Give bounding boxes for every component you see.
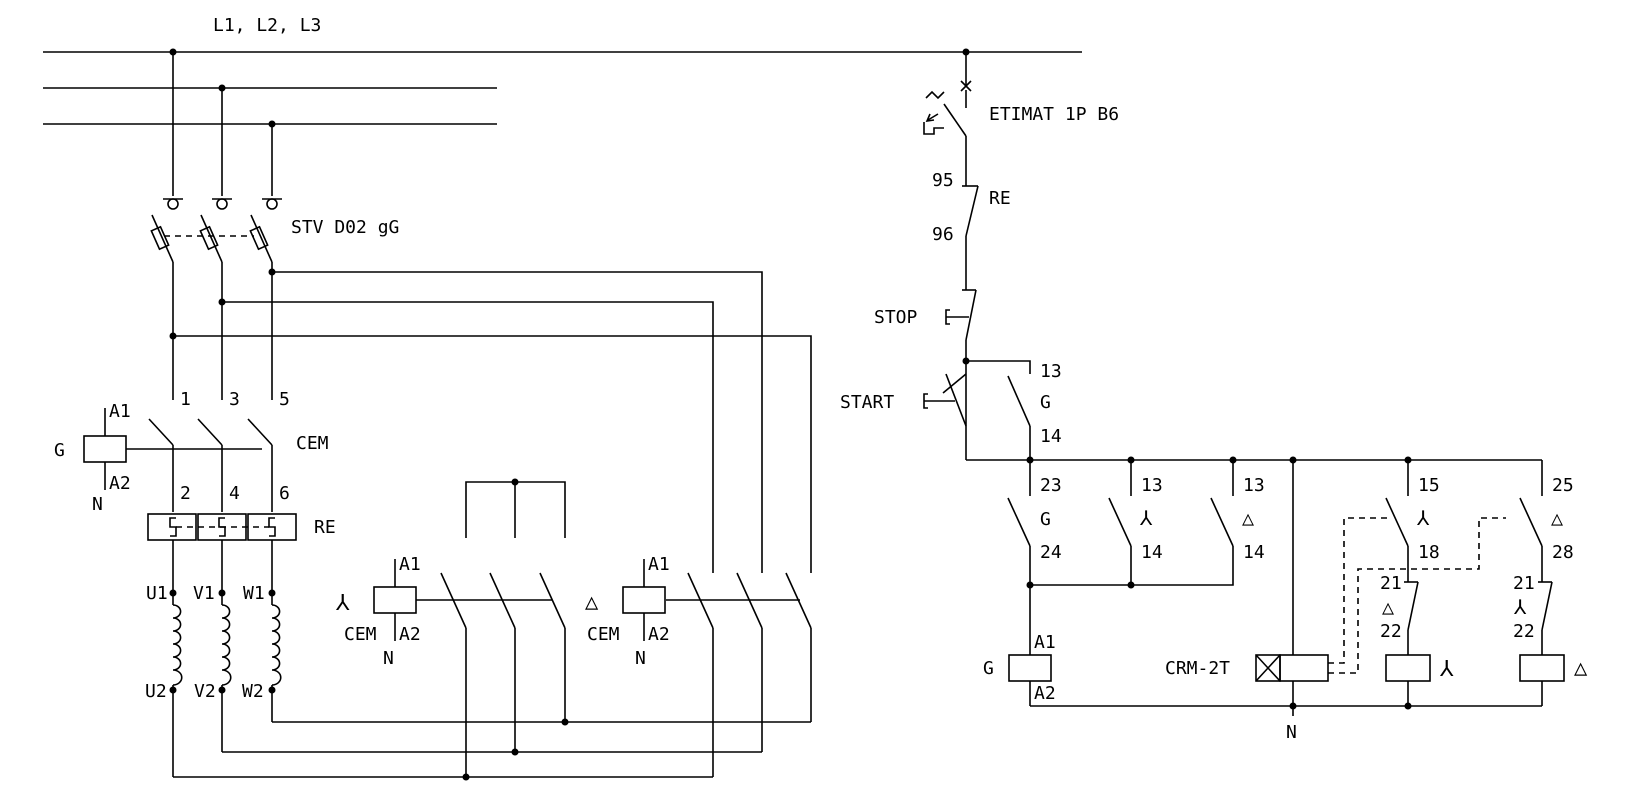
overload-relay-label: RE <box>314 517 336 538</box>
winding-w1: W1 <box>243 583 265 604</box>
delta-aux-symbol: △ <box>1242 506 1254 530</box>
timer-contact-15: 15 <box>1418 475 1440 496</box>
delta-coil-cem: CEM <box>587 624 620 645</box>
star-aux-14: 14 <box>1141 542 1163 563</box>
star-aux-13: 13 <box>1141 475 1163 496</box>
star-coil-a2: A2 <box>399 624 421 645</box>
timer-contact-delta-symbol: △ <box>1551 506 1563 530</box>
terminal-6: 6 <box>279 483 290 504</box>
star-branch-delta-symbol: △ <box>1382 595 1394 619</box>
aux-contact-g: G <box>1040 509 1051 530</box>
main-coil-a2: A2 <box>109 473 131 494</box>
main-coil-a1: A1 <box>109 401 131 422</box>
winding-v1: V1 <box>193 583 215 604</box>
star-aux-symbol: ⅄ <box>1139 506 1153 530</box>
delta-branch-nc-21: 21 <box>1513 573 1535 594</box>
main-coil-label: G <box>54 440 65 461</box>
breaker-label: ETIMAT 1P B6 <box>989 104 1119 125</box>
stop-button-label: STOP <box>874 307 918 328</box>
fuse-label: STV D02 gG <box>291 217 399 238</box>
main-contactor <box>83 408 273 512</box>
delta-coil-a2: A2 <box>648 624 670 645</box>
motor-windings <box>165 589 282 694</box>
timer-contact-25: 25 <box>1552 475 1574 496</box>
aux-contact-23: 23 <box>1040 475 1062 496</box>
terminal-2: 2 <box>180 483 191 504</box>
control-neutral-label: N <box>1286 722 1297 743</box>
relay-contact-95: 95 <box>932 170 954 191</box>
delta-coil-a1: A1 <box>648 554 670 575</box>
relay-contact-96: 96 <box>932 224 954 245</box>
g-coil-a1: A1 <box>1034 632 1056 653</box>
main-contactor-label: CEM <box>296 433 329 454</box>
delta-coil-symbol: △ <box>585 590 599 615</box>
terminal-4: 4 <box>229 483 240 504</box>
supply-bus <box>43 48 1082 128</box>
delta-contactor <box>622 559 812 777</box>
bus-label: L1, L2, L3 <box>213 15 321 36</box>
g-coil-a2: A2 <box>1034 683 1056 704</box>
terminal-5: 5 <box>279 389 290 410</box>
hold-contact-14: 14 <box>1040 426 1062 447</box>
timer-label: CRM-2T <box>1165 658 1230 679</box>
timer-contact-18: 18 <box>1418 542 1440 563</box>
winding-u1: U1 <box>146 583 168 604</box>
star-coil-symbol: ⅄ <box>335 591 350 616</box>
delta-coil-ctrl-symbol: △ <box>1574 656 1588 681</box>
fuse-group <box>150 52 282 263</box>
hold-contact-13: 13 <box>1040 361 1062 382</box>
g-coil-label: G <box>983 658 994 679</box>
star-coil-ctrl-symbol: ⅄ <box>1439 657 1454 682</box>
motor-interconnects <box>173 718 811 781</box>
delta-coil-n: N <box>635 648 646 669</box>
terminal-1: 1 <box>180 389 191 410</box>
power-taps <box>169 262 812 573</box>
winding-v2: V2 <box>194 681 216 702</box>
winding-u2: U2 <box>145 681 167 702</box>
control-circuit <box>923 52 1565 716</box>
aux-contact-24: 24 <box>1040 542 1062 563</box>
winding-w2: W2 <box>242 681 264 702</box>
star-coil-n: N <box>383 648 394 669</box>
start-button-label: START <box>840 392 894 413</box>
main-coil-n: N <box>92 494 103 515</box>
timer-contact-28: 28 <box>1552 542 1574 563</box>
star-branch-nc-22: 22 <box>1380 621 1402 642</box>
star-coil-a1: A1 <box>399 554 421 575</box>
delta-aux-14: 14 <box>1243 542 1265 563</box>
timer-contact-star-symbol: ⅄ <box>1416 506 1430 530</box>
relay-contact-name: RE <box>989 188 1011 209</box>
terminal-3: 3 <box>229 389 240 410</box>
star-coil-cem: CEM <box>344 624 377 645</box>
delta-branch-star-symbol: ⅄ <box>1513 595 1527 619</box>
hold-contact-g: G <box>1040 392 1051 413</box>
delta-branch-nc-22: 22 <box>1513 621 1535 642</box>
delta-aux-13: 13 <box>1243 475 1265 496</box>
star-branch-nc-21: 21 <box>1380 573 1402 594</box>
